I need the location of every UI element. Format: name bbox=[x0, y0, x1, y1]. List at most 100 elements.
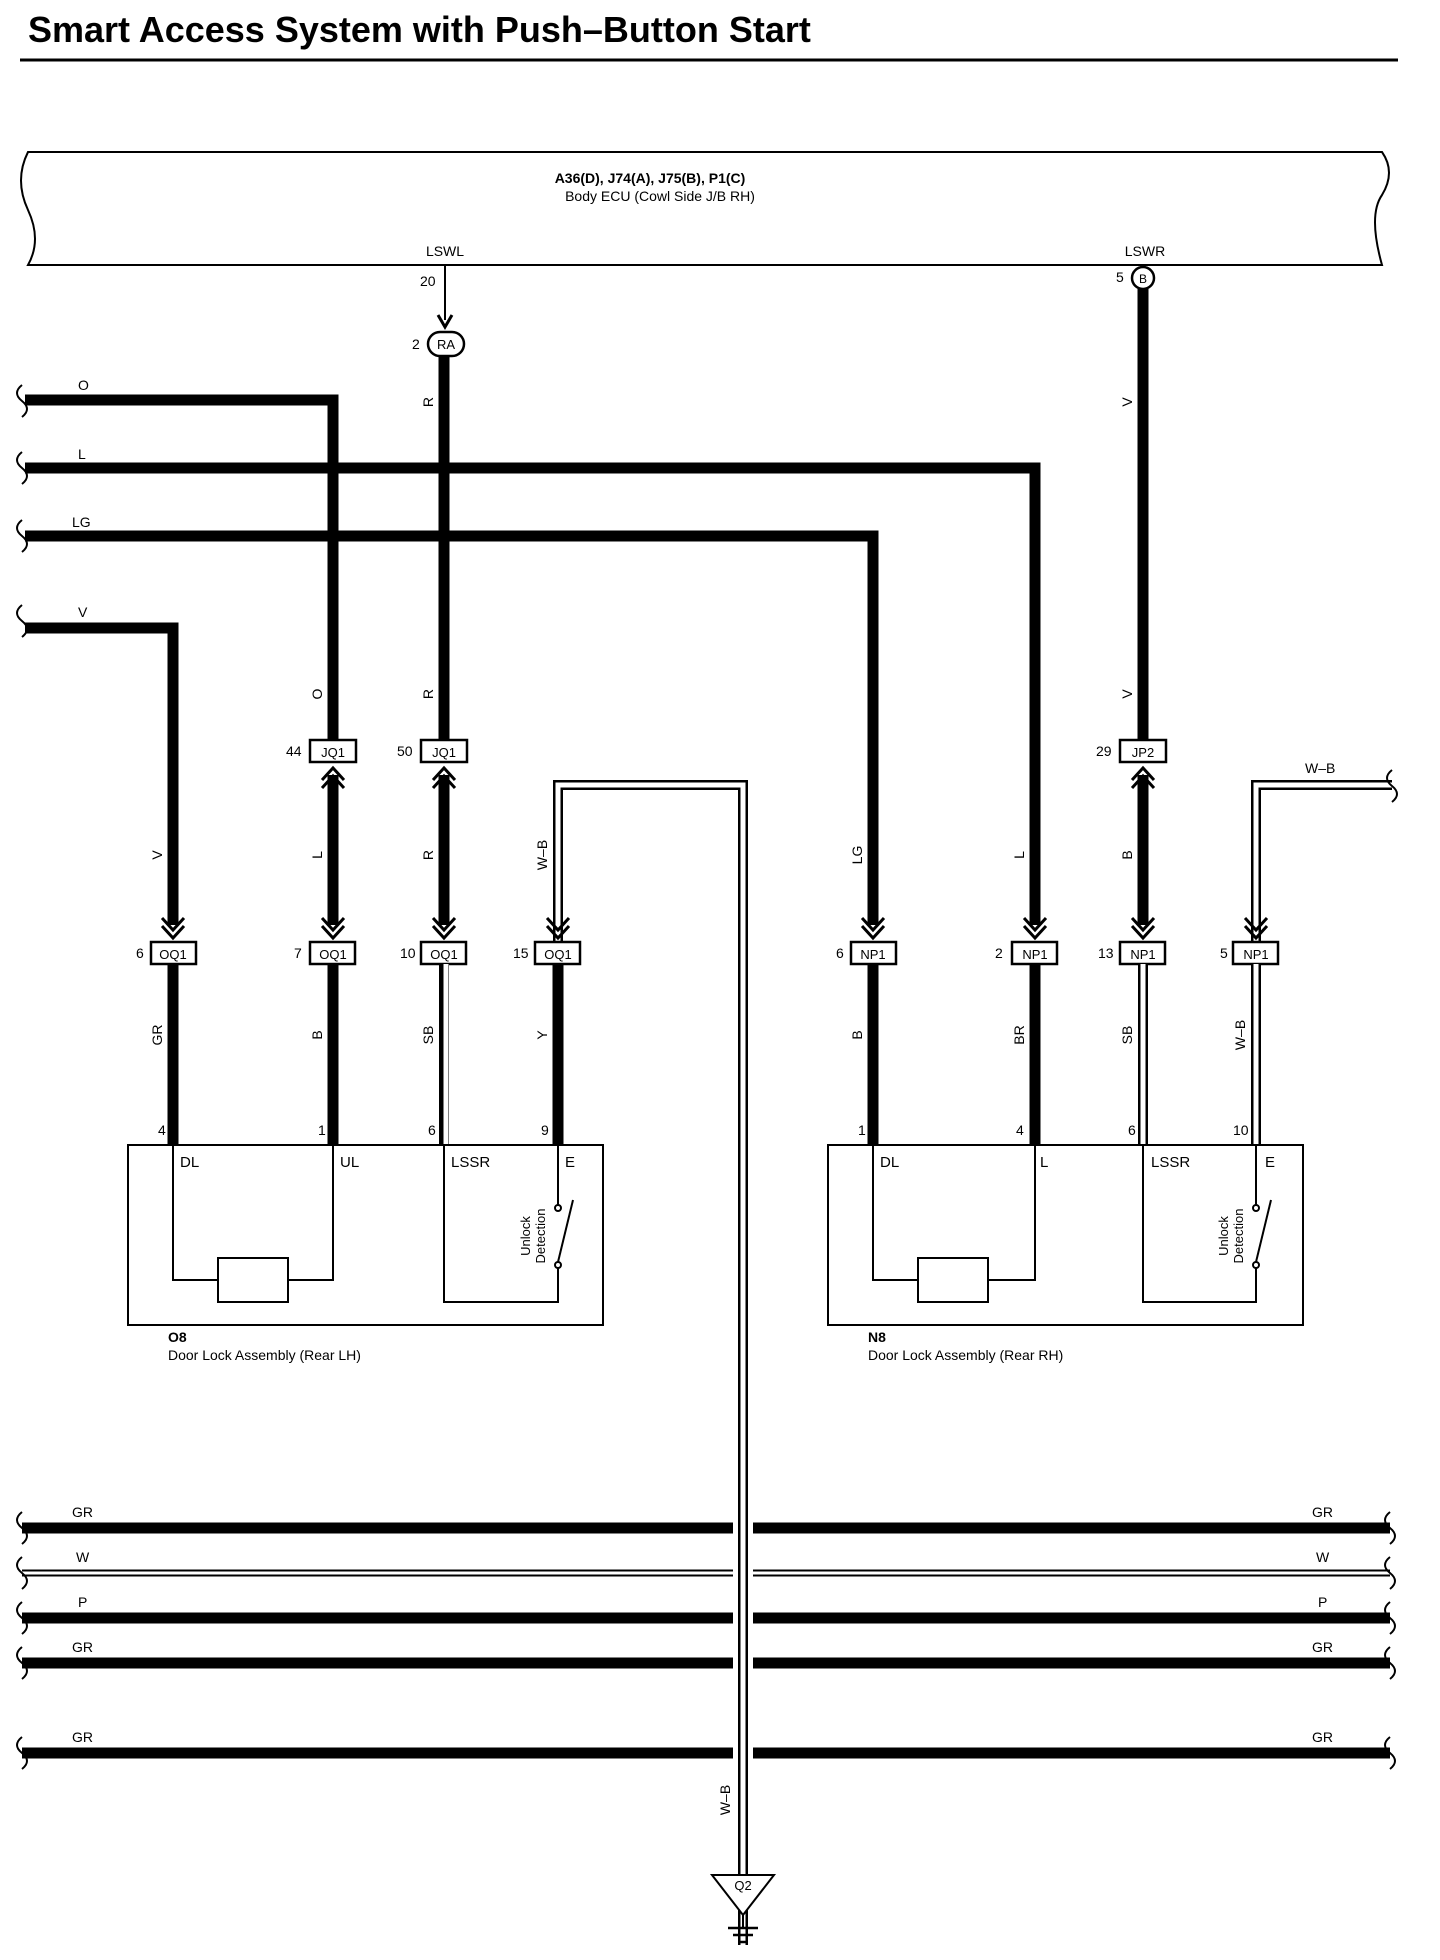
connector-np1-5: 5 NP1 bbox=[1220, 940, 1280, 966]
svg-text:Unlock: Unlock bbox=[518, 1216, 533, 1256]
wire-label-wb-lower-left: W–B bbox=[534, 840, 550, 870]
svg-text:13: 13 bbox=[1098, 945, 1114, 961]
bus-left-gr-3: GR bbox=[72, 1729, 93, 1745]
rh-assembly-code: N8 bbox=[868, 1329, 886, 1345]
svg-text:OQ1: OQ1 bbox=[319, 947, 346, 962]
wire-label-v-lower: V bbox=[149, 850, 165, 860]
lh-pin-e: 9 bbox=[541, 1122, 549, 1138]
wire-label-o-mid: O bbox=[309, 688, 325, 699]
wire-v bbox=[25, 622, 179, 925]
connector-oq1-10: 10 OQ1 bbox=[400, 940, 468, 966]
junction-jq1-50: 50 JQ1 bbox=[397, 738, 469, 764]
ecu-pin-lswr-label: LSWR bbox=[1125, 243, 1165, 259]
svg-text:6: 6 bbox=[136, 945, 144, 961]
wire-label-lg: LG bbox=[72, 514, 91, 530]
wire-wb-right bbox=[1251, 780, 1392, 950]
ecu-pin-lswl-label: LSWL bbox=[426, 243, 464, 259]
svg-text:OQ1: OQ1 bbox=[430, 947, 457, 962]
connector-np1-2: 2 NP1 bbox=[995, 940, 1059, 966]
bus-right-gr-1: GR bbox=[1312, 1504, 1333, 1520]
wire-label-r-mid: R bbox=[420, 689, 436, 699]
svg-text:Detection: Detection bbox=[1231, 1209, 1246, 1264]
svg-text:5: 5 bbox=[1220, 945, 1228, 961]
wire-label-o: O bbox=[78, 377, 89, 393]
rh-term-lssr: LSSR bbox=[1151, 1154, 1190, 1171]
lh-pin-ul: 1 bbox=[318, 1122, 326, 1138]
svg-text:NP1: NP1 bbox=[1022, 947, 1047, 962]
bus-right-gr-2: GR bbox=[1312, 1639, 1333, 1655]
rh-assembly-name: Door Lock Assembly (Rear RH) bbox=[868, 1347, 1063, 1363]
lh-assembly-code: O8 bbox=[168, 1329, 187, 1345]
rh-wire-label-wb: W–B bbox=[1232, 1020, 1248, 1050]
wire-break-right-wb bbox=[1386, 769, 1398, 803]
lh-pin-lssr: 6 bbox=[428, 1122, 436, 1138]
svg-text:OQ1: OQ1 bbox=[159, 947, 186, 962]
lh-term-dl: DL bbox=[180, 1154, 199, 1171]
lh-assembly-name: Door Lock Assembly (Rear LH) bbox=[168, 1347, 361, 1363]
svg-text:10: 10 bbox=[400, 945, 416, 961]
rh-term-l: L bbox=[1040, 1154, 1048, 1171]
lh-term-ul: UL bbox=[340, 1154, 359, 1171]
junction-arrows bbox=[320, 765, 1156, 790]
ground-wire-label: W–B bbox=[717, 1785, 733, 1815]
connector-oq1-15: 15 OQ1 bbox=[513, 940, 582, 966]
wire-wb-ground bbox=[553, 780, 748, 1945]
svg-text:Unlock: Unlock bbox=[1216, 1216, 1231, 1256]
connector-oq1-7: 7 OQ1 bbox=[294, 940, 357, 966]
svg-text:7: 7 bbox=[294, 945, 302, 961]
svg-text:NP1: NP1 bbox=[860, 947, 885, 962]
lh-wire-label-gr: GR bbox=[149, 1025, 165, 1046]
lh-wire-label-b: B bbox=[309, 1030, 325, 1039]
lh-switch bbox=[557, 1199, 574, 1263]
svg-text:50: 50 bbox=[397, 743, 413, 759]
ecu-name: Body ECU (Cowl Side J/B RH) bbox=[565, 188, 755, 204]
svg-text:29: 29 bbox=[1096, 743, 1112, 759]
bus-right-gr-3: GR bbox=[1312, 1729, 1333, 1745]
svg-text:NP1: NP1 bbox=[1243, 947, 1268, 962]
rh-wire-label-sb: SB bbox=[1119, 1026, 1135, 1045]
wire-label-b-lower-right: B bbox=[1119, 850, 1135, 859]
connector-arrows bbox=[160, 916, 1269, 941]
svg-text:6: 6 bbox=[836, 945, 844, 961]
junction-jq1-44: 44 JQ1 bbox=[286, 738, 358, 764]
svg-text:Q2: Q2 bbox=[734, 1878, 751, 1893]
svg-text:15: 15 bbox=[513, 945, 529, 961]
svg-text:2: 2 bbox=[995, 945, 1003, 961]
junction-jp2-29: 29 JP2 bbox=[1096, 738, 1168, 764]
ground-q2: Q2 bbox=[709, 1874, 777, 1944]
wire-label-v: V bbox=[78, 604, 88, 620]
ecu-pin-lswr-num: 5 bbox=[1116, 269, 1124, 285]
ra-code: RA bbox=[437, 337, 455, 352]
svg-text:JP2: JP2 bbox=[1132, 745, 1154, 760]
wire-label-lg-lower: LG bbox=[849, 846, 865, 865]
bus-left-gr-2: GR bbox=[72, 1639, 93, 1655]
rh-term-e: E bbox=[1265, 1154, 1275, 1171]
wire-label-l: L bbox=[78, 446, 86, 462]
lswl-arrow bbox=[436, 314, 454, 330]
bus-wires bbox=[16, 1511, 1396, 1770]
rh-term-dl: DL bbox=[880, 1154, 899, 1171]
body-ecu: A36(D), J74(A), J75(B), P1(C) Body ECU (… bbox=[20, 151, 1390, 266]
wire-label-v-top: V bbox=[1119, 397, 1135, 407]
svg-text:Detection: Detection bbox=[533, 1209, 548, 1264]
bus-right-w: W bbox=[1316, 1549, 1330, 1565]
rh-pin-dl: 1 bbox=[858, 1122, 866, 1138]
bus-left-gr-1: GR bbox=[72, 1504, 93, 1520]
door-lock-assembly-rear-lh: 4 1 6 9 DL UL LSSR E Unlock Detection bbox=[127, 1122, 604, 1326]
connector-np1-6: 6 NP1 bbox=[836, 940, 898, 966]
wire-break-markers-left bbox=[16, 384, 28, 638]
ra-pin: 2 bbox=[412, 336, 420, 352]
svg-text:JQ1: JQ1 bbox=[432, 745, 456, 760]
ecu-pin-lswl-num: 20 bbox=[420, 273, 436, 289]
wire-label-v-mid: V bbox=[1119, 689, 1135, 699]
lswr-conn-code: B bbox=[1139, 272, 1147, 286]
lh-pin-dl: 4 bbox=[158, 1122, 166, 1138]
connector-oq1-6: 6 OQ1 bbox=[136, 940, 198, 966]
ecu-connectors: A36(D), J74(A), J75(B), P1(C) bbox=[555, 170, 746, 186]
wire-label-wb-top-right: W–B bbox=[1305, 760, 1335, 776]
rh-wire-label-br: BR bbox=[1011, 1025, 1027, 1044]
lh-wire-label-sb: SB bbox=[420, 1026, 436, 1045]
bus-left-p: P bbox=[78, 1594, 87, 1610]
rh-motor bbox=[917, 1257, 989, 1303]
